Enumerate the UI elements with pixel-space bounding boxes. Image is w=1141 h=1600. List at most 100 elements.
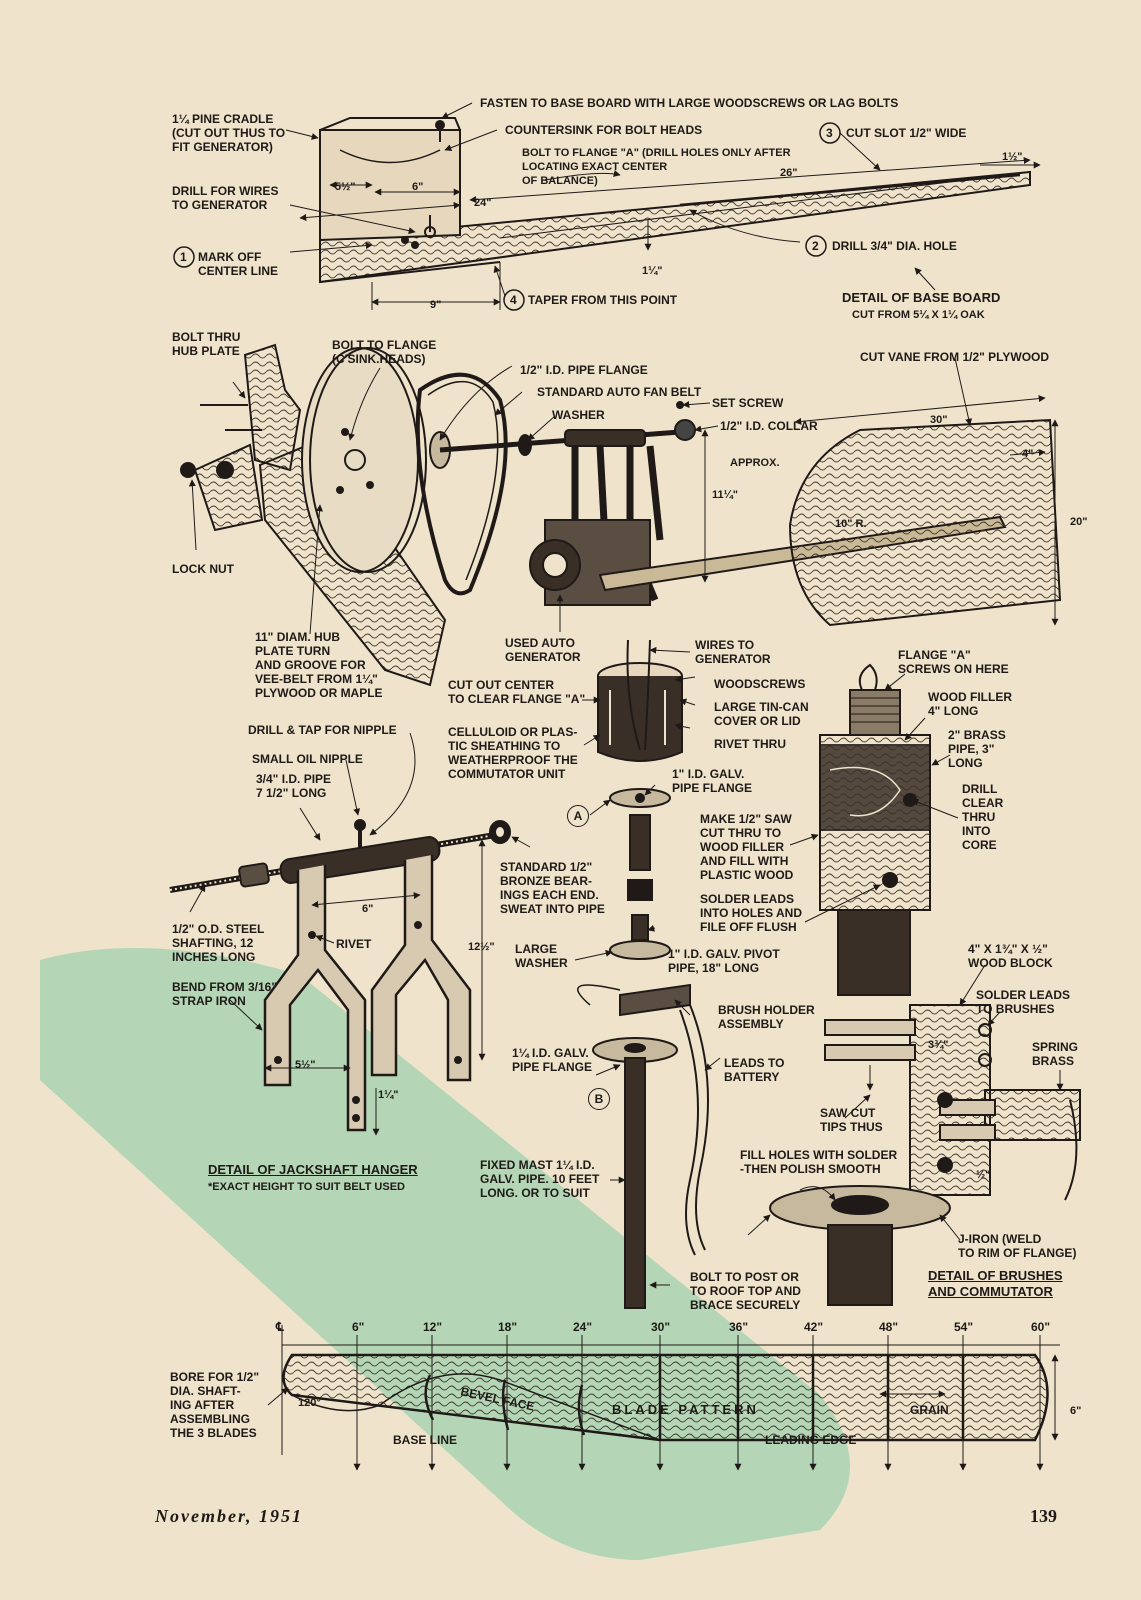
jackshaft-hanger-drawing <box>169 732 531 1136</box>
solder-holes-label: SOLDER LEADS INTO HOLES AND FILE OFF FLU… <box>700 892 803 934</box>
base-line-label: BASE LINE <box>393 1433 458 1447</box>
wires-label: WIRES TO GENERATOR <box>695 638 771 666</box>
rivet-label: RIVET <box>336 937 372 951</box>
set-screw-label: SET SCREW <box>712 396 784 410</box>
dim-9: 9" <box>430 299 442 311</box>
brass-pipe-label: 2" BRASS PIPE, 3" LONG <box>948 728 1006 770</box>
dim-6-hanger: 6" <box>362 903 374 915</box>
bolt-post-label: BOLT TO POST OR TO ROOF TOP AND BRACE SE… <box>690 1270 801 1312</box>
brush-holder-label: BRUSH HOLDER ASSEMBLY <box>718 1003 815 1031</box>
step-3-label: CUT SLOT 1/2" WIDE <box>846 126 967 140</box>
step-4-label: TAPER FROM THIS POINT <box>528 293 678 307</box>
hub-plate-label: 11" DIAM. HUB PLATE TURN AND GROOVE FOR … <box>255 630 383 700</box>
galv-flange-label: 1" I.D. GALV. PIPE FLANGE <box>672 767 753 795</box>
lock-nut-label: LOCK NUT <box>172 562 234 576</box>
dim-3q: 3¾" <box>928 1039 949 1051</box>
dim-30: 30" <box>930 414 948 426</box>
collar-label: 1/2" I.D. COLLAR <box>720 419 818 433</box>
flange-125-label: 1¼ I.D. GALV. PIPE FLANGE <box>512 1046 593 1074</box>
base-board-title: DETAIL OF BASE BOARD <box>842 290 1001 305</box>
brushes-drawing <box>747 663 1081 1306</box>
fan-belt-label: STANDARD AUTO FAN BELT <box>537 385 702 399</box>
step-2-label: DRILL 3/4" DIA. HOLE <box>832 239 957 253</box>
brushes-title: DETAIL OF BRUSHES AND COMMUTATOR <box>928 1268 1063 1299</box>
bend-label: BEND FROM 3/16" STRAP IRON <box>172 980 278 1008</box>
dim-5h: 5½" <box>335 181 356 193</box>
step-2-number: 2 <box>812 239 819 253</box>
drill-clear-label: DRILL CLEAR THRU INTO CORE <box>962 782 1004 852</box>
generator-label: USED AUTO GENERATOR <box>505 636 581 664</box>
flange-a-label: FLANGE "A" SCREWS ON HERE <box>898 648 1009 676</box>
drill-tap-label: DRILL & TAP FOR NIPPLE <box>248 723 397 737</box>
dim-24: 24" <box>474 197 492 209</box>
bolt-flange-label: BOLT TO FLANGE "A" (DRILL HOLES ONLY AFT… <box>522 147 791 187</box>
commutator-drawing <box>574 639 721 1309</box>
ruler-tick-54: 54" <box>954 1320 974 1334</box>
j-iron-label: J-IRON (WELD TO RIM OF FLANGE) <box>958 1232 1077 1260</box>
dim-12h: 12½" <box>468 941 495 953</box>
ruler-tick-60: 60" <box>1031 1320 1051 1334</box>
jackshaft-title: DETAIL OF JACKSHAFT HANGER <box>208 1162 418 1177</box>
ruler-centerline: ℄ <box>276 1320 284 1334</box>
ruler-tick-48: 48" <box>879 1320 899 1334</box>
step-4-number: 4 <box>510 293 517 307</box>
wood-filler-label: WOOD FILLER 4" LONG <box>928 690 1012 718</box>
generator-assembly-drawing <box>180 343 1062 687</box>
ruler-tick-18: 18" <box>498 1320 518 1334</box>
spring-brass-label: SPRING BRASS <box>1032 1040 1079 1068</box>
dim-10r: 10" R. <box>835 518 867 530</box>
fixed-mast-label: FIXED MAST 1¼ I.D. GALV. PIPE. 10 FEET L… <box>480 1158 600 1200</box>
green-band <box>40 948 850 1560</box>
dim-1h: 1½" <box>1002 151 1023 163</box>
base-board-subtitle: CUT FROM 5¼ X 1¼ OAK <box>852 309 985 321</box>
washer-label: WASHER <box>552 408 605 422</box>
dim-11q: 11¼" <box>712 489 739 501</box>
step-1-label: MARK OFF CENTER LINE <box>198 250 279 278</box>
leads-battery-label: LEADS TO BATTERY <box>724 1056 785 1084</box>
rivet-thru-label: RIVET THRU <box>714 737 786 751</box>
blade-pattern-drawing <box>267 1325 1060 1471</box>
ruler-tick-30: 30" <box>651 1320 671 1334</box>
ruler-tick-42: 42" <box>804 1320 824 1334</box>
label-b-marker: B <box>588 1088 610 1110</box>
dim-1q: 1¼" <box>642 265 663 277</box>
countersink-label: COUNTERSINK FOR BOLT HEADS <box>505 123 703 137</box>
pine-cradle-label: 1¼ PINE CRADLE (CUT OUT THUS TO FIT GENE… <box>172 112 286 154</box>
solder-brushes-label: SOLDER LEADS TO BRUSHES <box>976 988 1071 1016</box>
dim-6: 6" <box>412 181 424 193</box>
base-board-drawing <box>285 102 1041 310</box>
grain-label: GRAIN <box>910 1403 949 1417</box>
oil-nipple-label: SMALL OIL NIPPLE <box>252 752 363 766</box>
approx-label: APPROX. <box>730 457 780 469</box>
shafting-label: 1/2" O.D. STEEL SHAFTING, 12 INCHES LONG <box>172 922 265 964</box>
dim-26: 26" <box>780 167 798 179</box>
pipe-label: 3/4" I.D. PIPE 7 1/2" LONG <box>256 772 332 800</box>
bore-label: BORE FOR 1/2" DIA. SHAFT- ING AFTER ASSE… <box>170 1370 260 1440</box>
large-washer-label: LARGE WASHER <box>515 942 568 970</box>
celluloid-label: CELLULOID OR PLAS- TIC SHEATHING TO WEAT… <box>448 725 578 781</box>
step-3-number: 3 <box>826 126 833 140</box>
dim-20: 20" <box>1070 516 1088 528</box>
dim-5h-hanger: 5½" <box>295 1059 316 1071</box>
saw-cut-label: MAKE 1/2" SAW CUT THRU TO WOOD FILLER AN… <box>700 812 794 882</box>
cut-vane-label: CUT VANE FROM 1/2" PLYWOOD <box>860 350 1050 364</box>
pipe-flange-label: 1/2" I.D. PIPE FLANGE <box>520 363 648 377</box>
pivot-pipe-label: 1" I.D. GALV. PIVOT PIPE, 18" LONG <box>668 947 780 975</box>
ruler-tick-24: 24" <box>573 1320 593 1334</box>
label-a-marker: A <box>567 805 589 827</box>
ruler-tick-12: 12" <box>423 1320 443 1334</box>
ruler-tick-36: 36" <box>729 1320 749 1334</box>
dim-6-blade: 6" <box>1070 1405 1082 1417</box>
dim-1q-hanger: 1¼" <box>378 1089 399 1101</box>
drill-wires-label: DRILL FOR WIRES TO GENERATOR <box>172 184 279 212</box>
dim-h: ½" <box>976 1169 991 1181</box>
wood-block-label: 4" X 1¾" X ½" WOOD BLOCK <box>968 942 1053 970</box>
bolt-hub-label: BOLT THRU HUB PLATE <box>172 330 241 358</box>
leading-edge-label: LEADING EDGE <box>765 1433 857 1447</box>
page-number: 139 <box>1030 1506 1057 1526</box>
issue-date: November, 1951 <box>155 1506 303 1526</box>
bolt-flange-heads-label: BOLT TO FLANGE (C'SINK.HEADS) <box>332 338 437 366</box>
woodscrews-label: WOODSCREWS <box>714 677 806 691</box>
